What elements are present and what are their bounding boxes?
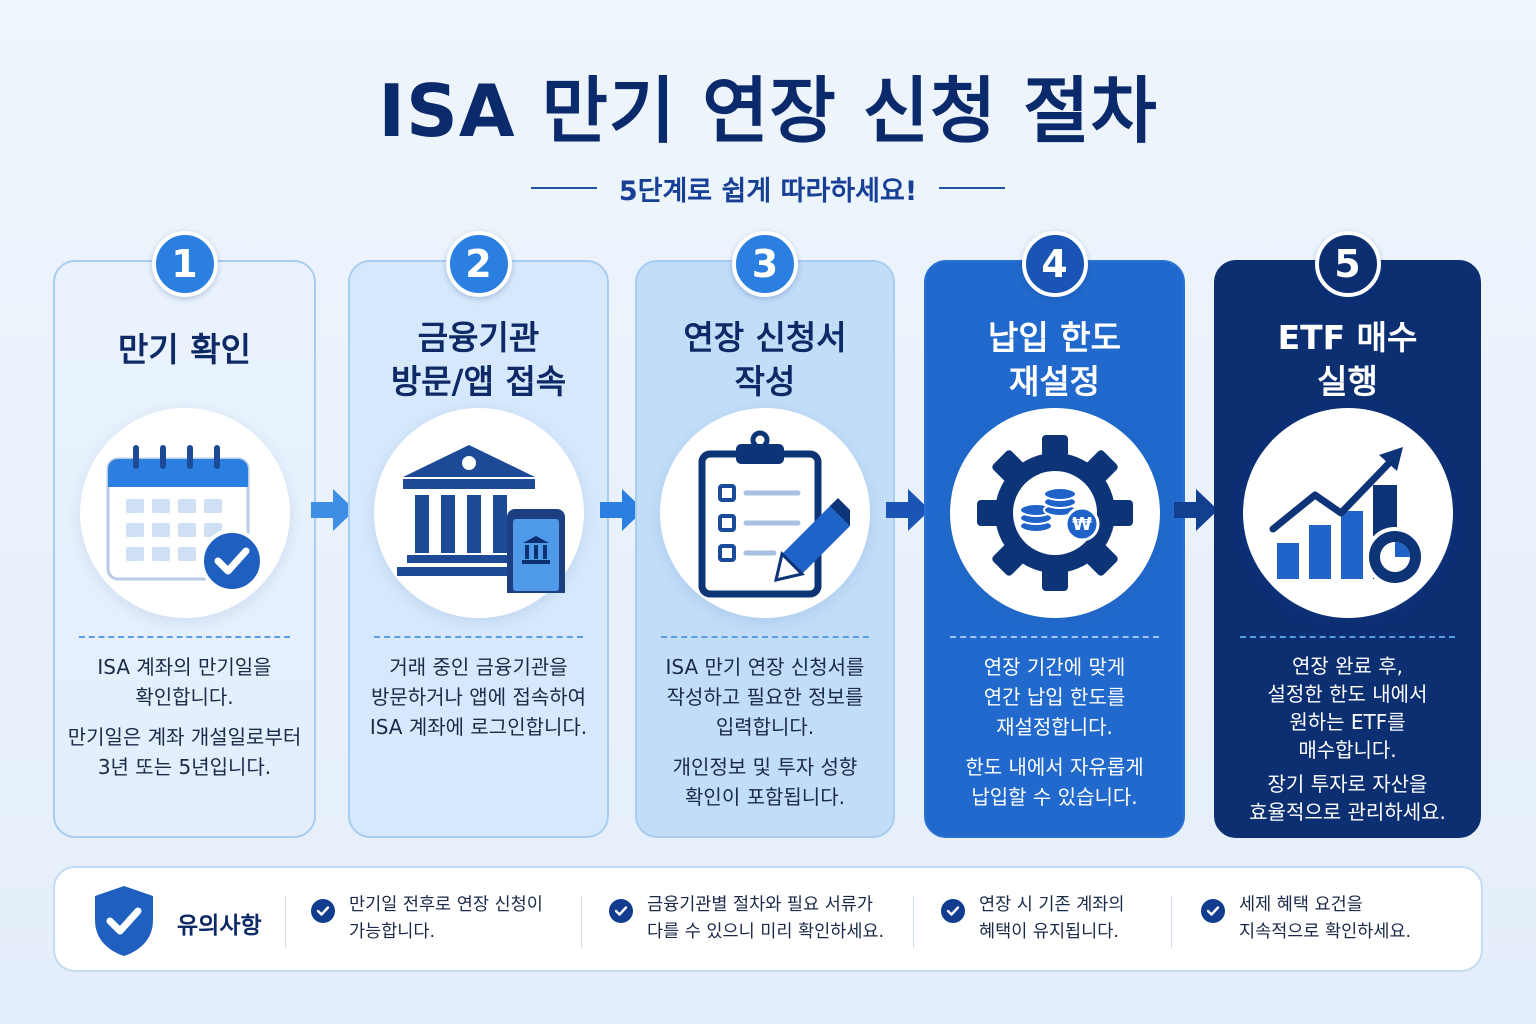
notice-item: 세제 혜택 요건을 지속적으로 확인하세요.: [1201, 892, 1411, 946]
divider: [1240, 636, 1455, 638]
step-description: 거래 중인 금융기관을 방문하거나 앱에 접속하여 ISA 계좌에 로그인합니다…: [369, 655, 588, 739]
arrow-right-icon: [311, 489, 355, 531]
arrow-right-icon: [1174, 489, 1218, 531]
step-card-5: 5 ETF 매수 실행 연장 완료 후, 설정한 한도 내에서 원하는 ETF를…: [1214, 231, 1481, 838]
divider: [285, 896, 286, 948]
step-description: 연장 기간에 맞게 연간 납입 한도를 재설정합니다. 한도 내에서 자유롭게 …: [965, 655, 1144, 809]
step-card-2: 2 금융기관 방문/앱 접속 거래 중인 금융기관을 방문하거나 앱에: [348, 231, 609, 838]
step-number-badge: 1: [151, 231, 218, 297]
arrow-right-icon: [600, 489, 644, 531]
divider: [950, 636, 1159, 638]
step-description: 연장 완료 후, 설정한 한도 내에서 원하는 ETF를 매수합니다. 장기 투…: [1249, 654, 1446, 824]
divider: [661, 636, 869, 638]
subtitle-line-right: [939, 187, 1006, 189]
check-icon: [311, 899, 335, 923]
step-title: 연장 신청서 작성: [683, 318, 847, 401]
clipboard-pencil-icon: [660, 408, 870, 618]
step-title: 만기 확인: [118, 330, 251, 369]
step-title: 납입 한도 재설정: [988, 318, 1121, 401]
subtitle-line-left: [530, 187, 597, 189]
divider: [581, 896, 582, 948]
notice-item: 금융기관별 절차와 필요 서류가 다를 수 있으니 미리 확인하세요.: [609, 892, 884, 946]
step-number-badge: 3: [732, 231, 798, 297]
divider: [374, 636, 583, 638]
bank-mobile-icon: [373, 408, 584, 618]
notice-item: 만기일 전후로 연장 신청이 가능합니다.: [311, 892, 543, 946]
subtitle-row: 5단계로 쉽게 따라하세요!: [0, 170, 1536, 207]
divider: [79, 636, 290, 638]
check-icon: [941, 899, 965, 923]
divider: [1171, 896, 1172, 948]
step-title: 금융기관 방문/앱 접속: [390, 318, 567, 401]
step-number-badge: 2: [445, 231, 512, 297]
check-icon: [609, 899, 633, 923]
notice-item: 연장 시 기존 계좌의 혜택이 유지됩니다.: [941, 892, 1125, 946]
notice-panel: 유의사항 만기일 전후로 연장 신청이 가능합니다. 금융기관별 절차와 필요 …: [53, 866, 1483, 972]
arrow-right-icon: [886, 489, 930, 531]
page-title: ISA 만기 연장 신청 절차: [378, 69, 1158, 153]
step-description: ISA 계좌의 만기일을 확인합니다. 만기일은 계좌 개설일로부터 3년 또는…: [67, 655, 302, 779]
shield-check-icon: [95, 886, 153, 956]
step-title: ETF 매수 실행: [1277, 318, 1418, 401]
growth-chart-icon: [1242, 408, 1453, 618]
page-subtitle: 5단계로 쉽게 따라하세요!: [618, 175, 918, 207]
step-card-1: 1 만기 확인 ISA 계좌의 만기: [53, 231, 316, 838]
won-symbol: ₩: [1072, 514, 1092, 535]
check-icon: [1201, 899, 1225, 923]
step-number-badge: 4: [1021, 231, 1088, 297]
calendar-check-icon: [79, 408, 290, 618]
divider: [913, 896, 914, 948]
step-card-3: 3 연장 신청서 작성 ISA 만기 연장 신청서를 작성하고: [635, 231, 895, 838]
step-card-4: 4 납입 한도 재설정: [924, 231, 1185, 838]
gear-coins-icon: ₩: [949, 408, 1160, 618]
step-description: ISA 만기 연장 신청서를 작성하고 필요한 정보를 입력합니다. 개인정보 …: [665, 655, 865, 809]
step-number-badge: 5: [1314, 231, 1381, 297]
notice-label: 유의사항: [177, 913, 262, 939]
